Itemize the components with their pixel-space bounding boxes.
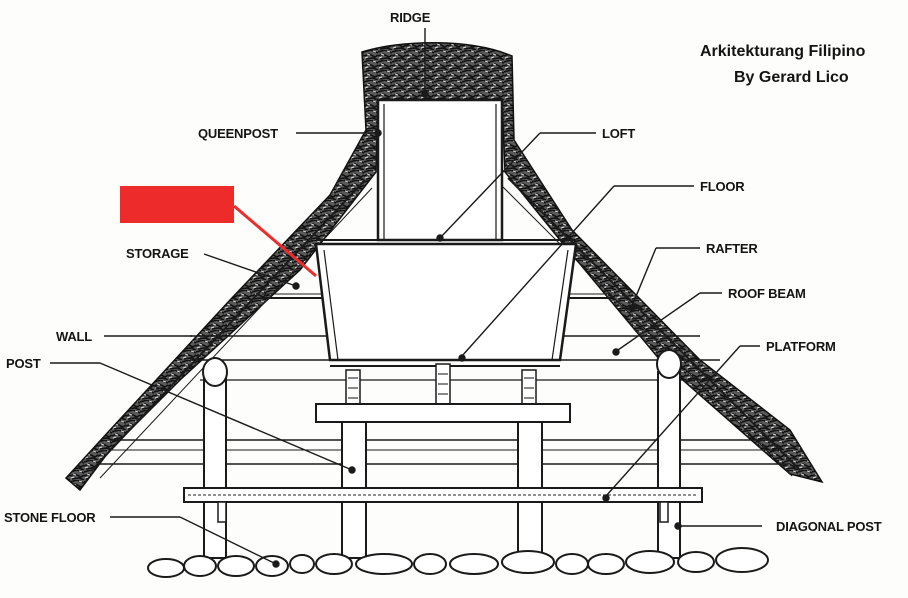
label-ridge: RIDGE xyxy=(390,10,431,25)
thatched-roof xyxy=(64,42,824,492)
label-post: POST xyxy=(6,356,41,371)
label-platform: PLATFORM xyxy=(766,339,836,354)
leader-lines xyxy=(50,28,762,568)
platform xyxy=(183,487,703,523)
queenpost-frame xyxy=(376,98,504,242)
credit-author: By Gerard Lico xyxy=(734,69,849,86)
label-wall: WALL xyxy=(56,329,92,344)
label-floor: FLOOR xyxy=(700,179,745,194)
label-storage: STORAGE xyxy=(126,246,189,261)
credit-title: Arkitekturang Filipino xyxy=(700,43,866,60)
stone-floor xyxy=(147,547,769,578)
redacted-label xyxy=(120,186,234,223)
label-loft: LOFT xyxy=(602,126,635,141)
label-stone-floor: STONE FLOOR xyxy=(4,510,96,525)
label-roof-beam: ROOF BEAM xyxy=(728,286,806,301)
label-queenpost: QUEENPOST xyxy=(198,126,278,141)
short-posts xyxy=(345,363,537,407)
label-rafter: RAFTER xyxy=(706,241,758,256)
label-diagonal-post: DIAGONAL POST xyxy=(776,519,882,534)
storage-box xyxy=(314,239,578,367)
